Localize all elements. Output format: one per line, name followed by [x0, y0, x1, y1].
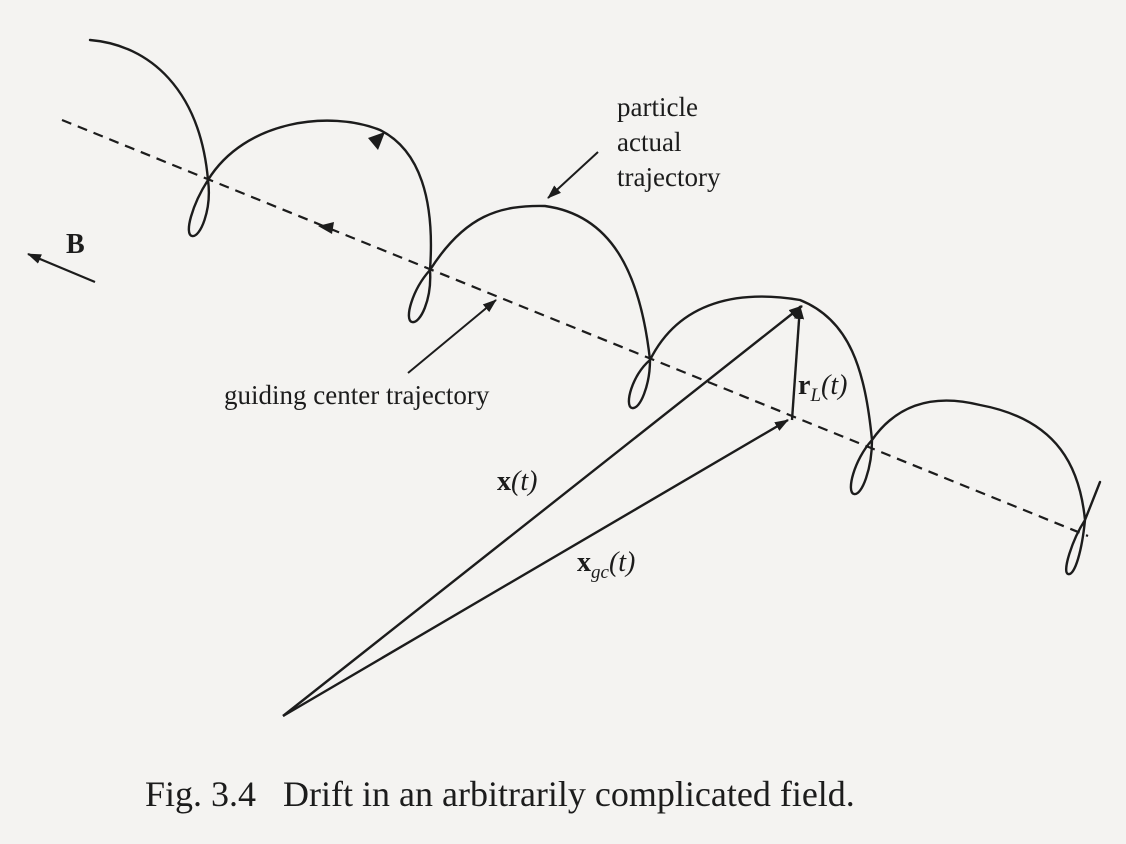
position-vector-label: x(t) — [497, 466, 537, 497]
larmor-vector-label-main: r — [798, 370, 810, 401]
particle-pointer — [547, 151, 599, 199]
larmor-vector-label-sub: L — [809, 385, 821, 406]
larmor-vector-label: rL(t) — [798, 370, 847, 406]
field-arrow — [27, 252, 96, 284]
particle-label-line-1: particle — [617, 92, 698, 122]
position-vector-label-arg: (t) — [511, 466, 537, 497]
guiding-center-pointer — [407, 299, 497, 374]
guiding-center-vector-label-arg: (t) — [609, 547, 635, 578]
guiding-center-direction-arrow — [318, 222, 334, 234]
guiding-center-line — [61, 118, 1089, 538]
particle-label-line-3: trajectory — [617, 162, 721, 192]
position-vector-label-main: x — [497, 466, 511, 497]
guiding-center-vector-label: xgc(t) — [577, 547, 635, 583]
guiding-center-label: guiding center trajectory — [224, 380, 490, 410]
guiding-center-vector-label-sub: gc — [591, 562, 610, 583]
figure-caption: Fig. 3.4 Drift in an arbitrarily complic… — [145, 774, 855, 814]
trajectory-direction-arrow — [368, 132, 385, 150]
particle-trajectory — [88, 38, 1102, 576]
field-label: B — [66, 229, 85, 260]
particle-label: particle actual trajectory — [617, 92, 721, 192]
larmor-vector-label-arg: (t) — [821, 370, 847, 401]
guiding-center-vector-label-main: x — [577, 547, 591, 578]
larmor-vector — [790, 305, 805, 421]
position-vector — [282, 305, 803, 717]
guiding-center-vector — [282, 418, 789, 718]
particle-label-line-2: actual — [617, 127, 681, 157]
